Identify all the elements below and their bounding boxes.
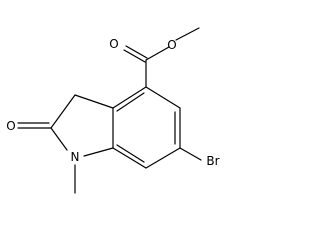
bond-c3a-c4 [112, 86, 147, 109]
bond-c7-c7a [112, 147, 147, 169]
bond-c3a-c3 [74, 94, 114, 109]
bonds [17, 27, 202, 194]
bond-carbonyl-ether-o [145, 46, 170, 61]
lactam-o-label: O [6, 119, 15, 133]
bond-c3-c2 [50, 94, 76, 129]
atom-labels: O O O N Br [6, 37, 219, 168]
structure-diagram: O O O N Br [6, 27, 220, 194]
bond-n1-c7a [83, 147, 114, 157]
bond-ether-o-methyl [175, 27, 200, 41]
bond-c7-c7a-inner [116, 144, 145, 163]
bond-c4-c5 [145, 86, 181, 109]
bond-carbonyl-o-outer [123, 49, 146, 63]
bond-carbonyl-o-inner [125, 45, 148, 59]
ester-carbonyl-o-label: O [109, 37, 118, 51]
bond-c3a-c4-inner [116, 92, 145, 112]
bond-c6-c7 [145, 147, 181, 169]
bromo-label: Br [206, 154, 219, 168]
molecule-drawing: O O O N Br [6, 27, 220, 194]
bond-c2-n1 [50, 127, 68, 151]
bond-c6-br [179, 147, 202, 161]
ester-ether-o-label: O [167, 38, 176, 52]
ring-n-label: N [71, 150, 80, 164]
